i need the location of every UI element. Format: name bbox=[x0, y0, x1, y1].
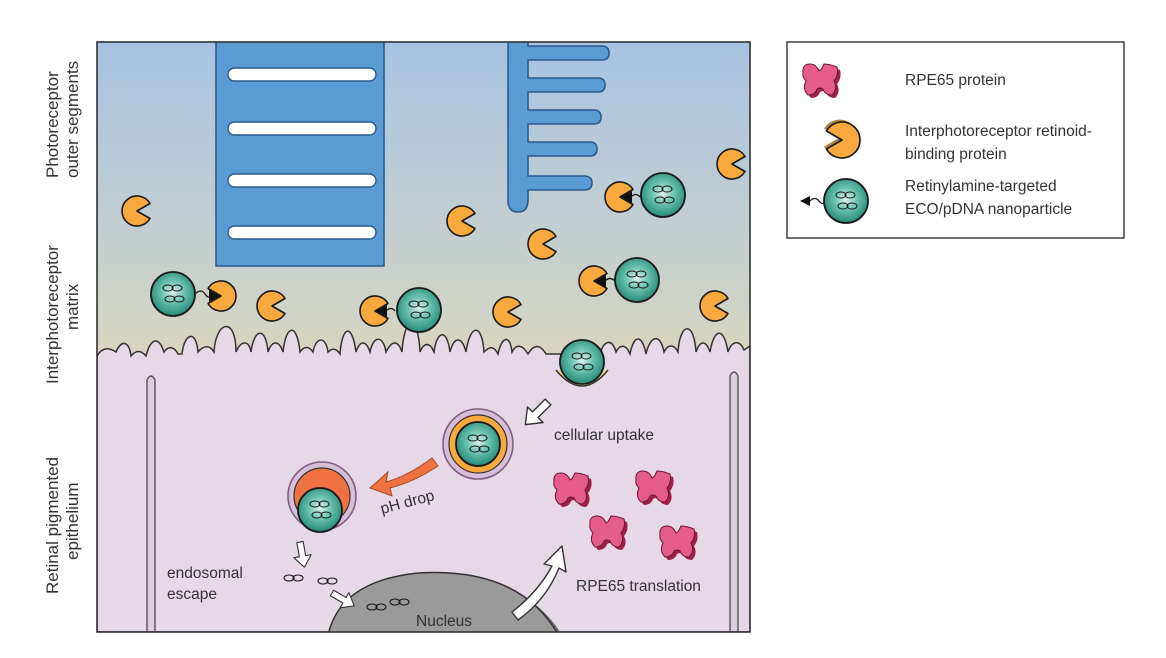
endosomal-label: endosomal bbox=[167, 565, 243, 582]
legend: RPE65 protein Interphotoreceptor retinoi… bbox=[786, 41, 1125, 239]
side-label-matrix-2: matrix bbox=[63, 283, 82, 330]
irbp-pacman-icon bbox=[824, 119, 861, 159]
nanoparticle-uptake bbox=[559, 339, 605, 385]
rpe-layer bbox=[97, 322, 750, 632]
cellular-uptake-label: cellular uptake bbox=[554, 427, 654, 444]
irbp-nanoparticle-complexes bbox=[150, 172, 686, 333]
escape-label: escape bbox=[167, 586, 217, 603]
ph-drop-arrow bbox=[369, 457, 439, 497]
endosome-late bbox=[287, 461, 357, 533]
nucleus bbox=[328, 571, 561, 632]
released-dna bbox=[283, 574, 338, 585]
rpe65-translation-label: RPE65 translation bbox=[576, 578, 701, 595]
legend-nanoparticle-label-1: Retinylamine-targeted bbox=[905, 178, 1057, 195]
side-label-photoreceptor-1: Photoreceptor bbox=[43, 71, 62, 178]
legend-irbp-label-1: Interphotoreceptor retinoid- bbox=[905, 123, 1092, 140]
process-arrows bbox=[290, 393, 567, 621]
legend-nanoparticle-label-2: ECO/pDNA nanoparticle bbox=[905, 201, 1072, 218]
export-arrow-icon bbox=[511, 545, 567, 621]
cone-comb bbox=[507, 42, 610, 213]
retina-panel bbox=[97, 42, 750, 632]
side-label-photoreceptor-2: outer segments bbox=[63, 61, 82, 178]
side-labels: Photoreceptor outer segments Interphotor… bbox=[43, 61, 82, 594]
side-label-rpe-1: Retinal pigmented bbox=[43, 457, 62, 594]
nucleus-label: Nucleus bbox=[416, 613, 472, 630]
legend-rpe65-label: RPE65 protein bbox=[905, 72, 1006, 89]
endosome-early bbox=[442, 408, 514, 480]
side-label-rpe-2: epithelium bbox=[63, 483, 82, 561]
legend-nanoparticle-icon bbox=[800, 178, 869, 224]
nanoparticle-icon bbox=[823, 178, 869, 224]
rod-disc-stack bbox=[215, 42, 385, 267]
legend-irbp-label-2: binding protein bbox=[905, 146, 1007, 163]
cell-boundaries bbox=[146, 371, 739, 632]
ligand-arrow-icon bbox=[800, 196, 810, 206]
side-label-matrix-1: Interphotoreceptor bbox=[43, 245, 62, 384]
